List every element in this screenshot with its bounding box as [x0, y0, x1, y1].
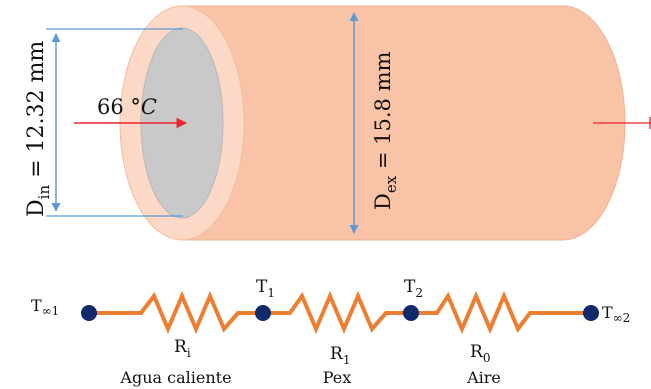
node-label-t1: T1	[256, 277, 275, 300]
outer-diameter-label: Dex = 15.8 mm	[371, 52, 400, 210]
node-label-t-inf-1: T∞1	[31, 296, 59, 318]
circuit-wire	[89, 290, 591, 335]
pipe	[119, 5, 626, 241]
resistor-label-ri: Ri	[174, 337, 191, 360]
node-t-inf-2	[583, 305, 599, 321]
node-t1	[255, 305, 271, 321]
caption-aire: Aire	[466, 368, 501, 387]
caption-pex: Pex	[323, 368, 352, 387]
water-flow: 66 °C	[74, 95, 188, 129]
node-t2	[403, 305, 419, 321]
heat-loss-arrow	[593, 117, 651, 129]
inner-diameter-label: Din = 12.32 mm	[24, 41, 53, 217]
thermal-circuit: T∞1 T1 T2 T∞2 Ri R1 R0 Agua caliente Pex…	[31, 277, 630, 387]
water-temperature-label: 66 °C	[97, 95, 157, 119]
resistor-label-r1: R1	[330, 344, 350, 367]
pipe-body	[181, 5, 626, 241]
caption-agua-caliente: Agua caliente	[119, 368, 231, 387]
node-label-t2: T2	[404, 277, 423, 300]
node-t-inf-1	[81, 305, 97, 321]
inner-diameter-dimension: Din = 12.32 mm	[24, 28, 183, 217]
node-label-t-inf-2: T∞2	[602, 303, 630, 325]
outer-diameter-dimension: Dex = 15.8 mm	[349, 12, 400, 234]
resistor-label-r0: R0	[470, 342, 490, 365]
